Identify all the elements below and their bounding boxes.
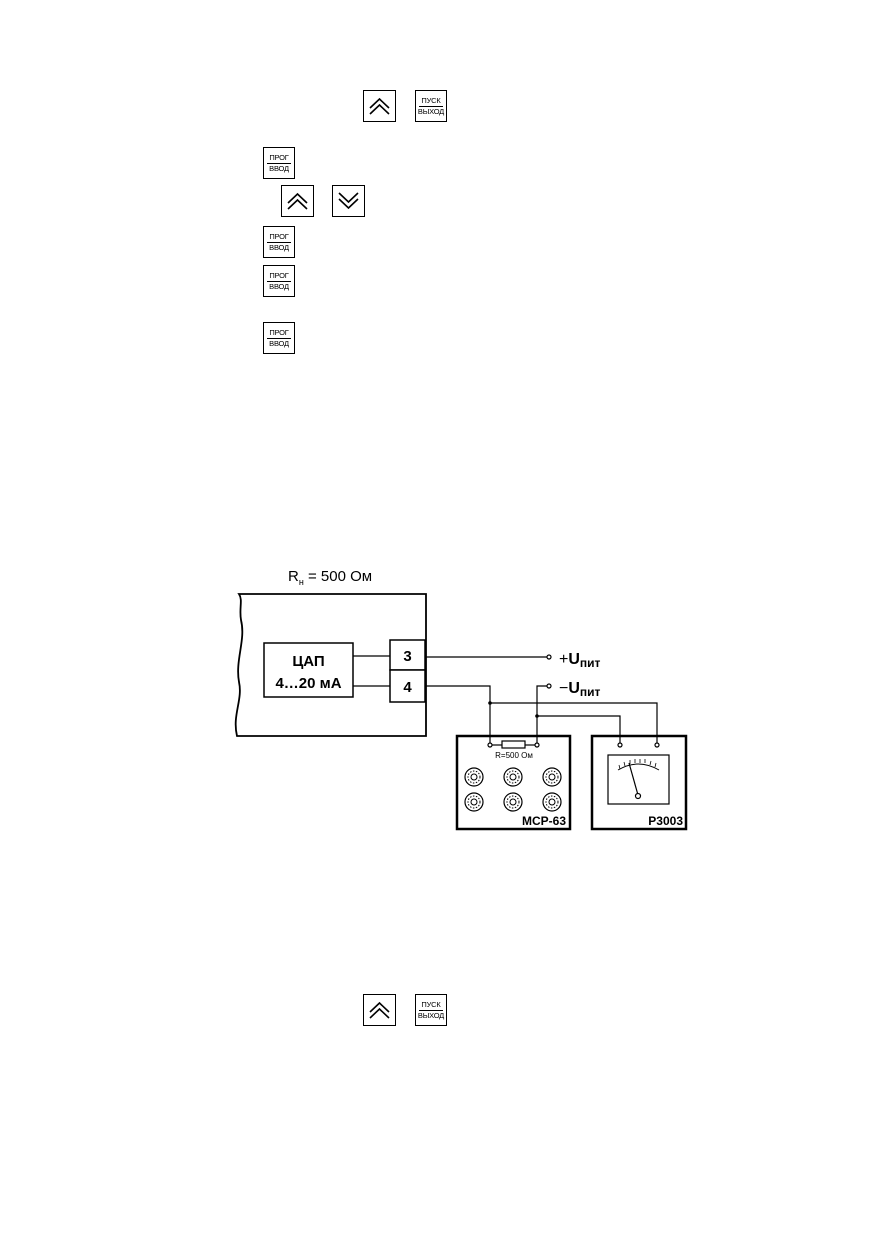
dac-label: ЦАП <box>292 653 324 670</box>
knob-3 <box>542 767 562 787</box>
key-divider <box>267 241 291 243</box>
prog-vvod-key-2[interactable]: ПРОГ ВВОД <box>263 226 295 258</box>
resistance-box-label: МСР-63 <box>522 814 566 828</box>
meter-pivot <box>634 792 642 800</box>
double-chevron-up-icon <box>369 1001 390 1019</box>
up-key-1[interactable] <box>363 90 396 122</box>
double-chevron-up-icon <box>369 97 390 115</box>
prog-label: ПРОГ <box>269 327 289 337</box>
key-divider <box>419 1009 443 1011</box>
knob-6 <box>542 792 562 812</box>
minus-supply-terminal <box>546 683 552 689</box>
prog-label: ПРОГ <box>269 152 289 162</box>
dac-block <box>263 642 354 698</box>
vvod-label: ВВОД <box>269 163 289 173</box>
prog-vvod-key-1[interactable]: ПРОГ ВВОД <box>263 147 295 179</box>
prog-label: ПРОГ <box>269 231 289 241</box>
pusk-label: ПУСК <box>421 95 441 105</box>
prog-label: ПРОГ <box>269 270 289 280</box>
load-resistance-label: Rн = 500 Ом <box>288 568 372 587</box>
key-divider <box>267 337 291 339</box>
plus-supply-terminal <box>546 654 552 660</box>
double-chevron-up-icon <box>287 192 308 210</box>
knob-1 <box>464 767 484 787</box>
meter-face <box>607 754 670 805</box>
knob-5 <box>503 792 523 812</box>
voltmeter-box <box>590 734 688 831</box>
wire-terminal-4 <box>426 685 491 745</box>
device-enclosure <box>234 593 427 737</box>
resistor-terminal-left <box>487 742 493 748</box>
vvod-label: ВВОД <box>269 281 289 291</box>
meter-scale-ticks <box>618 759 657 770</box>
prog-vvod-key-4[interactable]: ПРОГ ВВОД <box>263 322 295 354</box>
junction-1 <box>488 701 492 705</box>
vyhod-label: ВЫХОД <box>417 106 445 116</box>
pusk-vyhod-key-1[interactable]: ПУСК ВЫХОД <box>415 90 447 122</box>
key-divider <box>267 162 291 164</box>
junction-2 <box>535 714 539 718</box>
meter-scale <box>617 763 660 771</box>
resistor-label: R=500 Ом <box>495 751 533 760</box>
down-key[interactable] <box>332 185 365 217</box>
wire-minus-supply <box>536 685 547 745</box>
key-divider <box>419 105 443 107</box>
terminal-4-label: 4 <box>403 679 412 696</box>
plus-supply-label: +Uпит <box>559 651 601 670</box>
wire-branch-1 <box>490 702 658 745</box>
voltmeter-terminal-left <box>617 742 623 748</box>
vvod-label: ВВОД <box>269 338 289 348</box>
pusk-vyhod-key-2[interactable]: ПУСК ВЫХОД <box>415 994 447 1026</box>
prog-vvod-key-3[interactable]: ПРОГ ВВОД <box>263 265 295 297</box>
resistor-symbol <box>501 740 526 749</box>
up-key-3[interactable] <box>363 994 396 1026</box>
pusk-label: ПУСК <box>421 999 441 1009</box>
terminal-3-label: 3 <box>403 648 411 665</box>
knob-2 <box>503 767 523 787</box>
up-key-2[interactable] <box>281 185 314 217</box>
vyhod-label: ВЫХОД <box>417 1010 445 1020</box>
resistance-box <box>455 734 572 831</box>
meter-needle <box>628 762 639 796</box>
key-divider <box>267 280 291 282</box>
knob-4 <box>464 792 484 812</box>
wire-branch-2 <box>537 715 621 745</box>
dac-range-label: 4…20 мА <box>275 675 341 692</box>
voltmeter-terminal-right <box>654 742 660 748</box>
minus-supply-label: −Uпит <box>559 680 601 699</box>
vvod-label: ВВОД <box>269 242 289 252</box>
voltmeter-label: Р3003 <box>648 814 683 828</box>
double-chevron-down-icon <box>338 192 359 210</box>
resistor-terminal-right <box>534 742 540 748</box>
